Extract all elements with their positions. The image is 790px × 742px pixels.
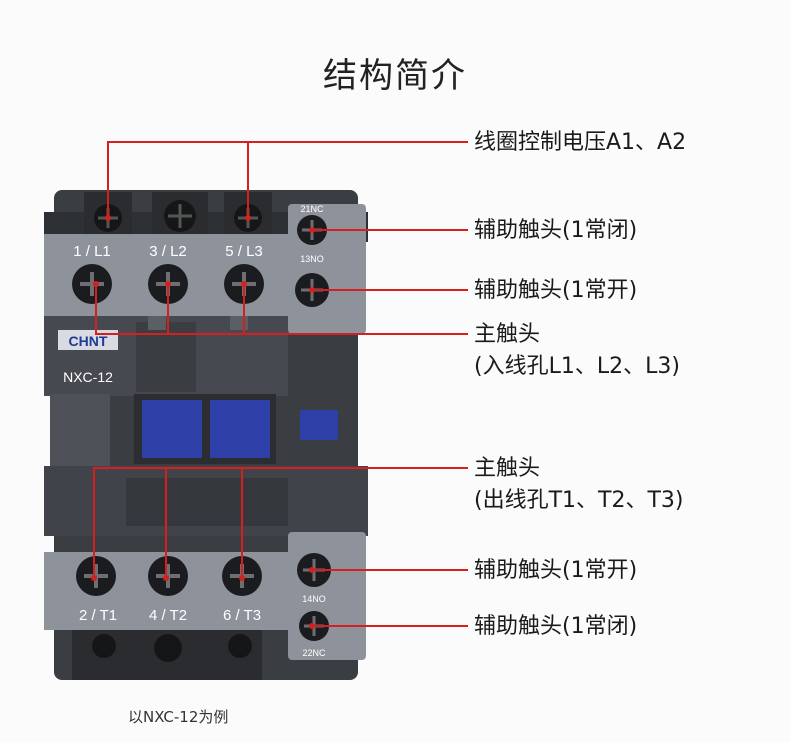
aux-label-21nc: 21NC xyxy=(300,204,324,214)
terminal-label-top-3: 5 / L3 xyxy=(225,243,263,260)
terminal-label-bottom-2: 4 / T2 xyxy=(149,607,187,624)
top-main-terminals xyxy=(72,264,264,304)
terminal-label-top-2: 3 / L2 xyxy=(149,243,187,260)
terminal-label-bottom-3: 6 / T3 xyxy=(223,607,261,624)
page-title: 结构简介 xyxy=(323,56,467,96)
bottom-main-terminals xyxy=(76,556,262,596)
caption: 以NXC-12为例 xyxy=(128,708,229,726)
label-main-out-detail: (出线孔T1、T2、T3) xyxy=(474,488,684,513)
label-main-out-title: 主触头 xyxy=(474,456,541,481)
aux-label-13no: 13NO xyxy=(300,254,324,264)
aux-label-14no: 14NO xyxy=(302,594,326,604)
label-main-in-detail: (入线孔L1、L2、L3) xyxy=(474,354,680,379)
label-coil-voltage: 线圈控制电压A1、A2 xyxy=(474,130,687,155)
coil-terminals xyxy=(84,192,272,236)
brand-logo: CHNT xyxy=(69,333,108,349)
label-aux-no-top: 辅助触头(1常开) xyxy=(474,278,638,303)
model-label: NXC-12 xyxy=(63,369,113,385)
terminal-label-bottom-1: 2 / T1 xyxy=(79,607,117,624)
contactor-illustration: 1 / L1 3 / L2 5 / L3 21NC 13NO CHNT NXC-… xyxy=(44,190,368,680)
label-aux-nc-top: 辅助触头(1常闭) xyxy=(474,218,638,243)
label-aux-no-bottom: 辅助触头(1常开) xyxy=(474,558,638,583)
label-main-in-title: 主触头 xyxy=(474,322,541,347)
terminal-label-top-1: 1 / L1 xyxy=(73,243,111,260)
aux-label-22nc: 22NC xyxy=(302,648,326,658)
label-aux-nc-bottom: 辅助触头(1常闭) xyxy=(474,614,638,639)
